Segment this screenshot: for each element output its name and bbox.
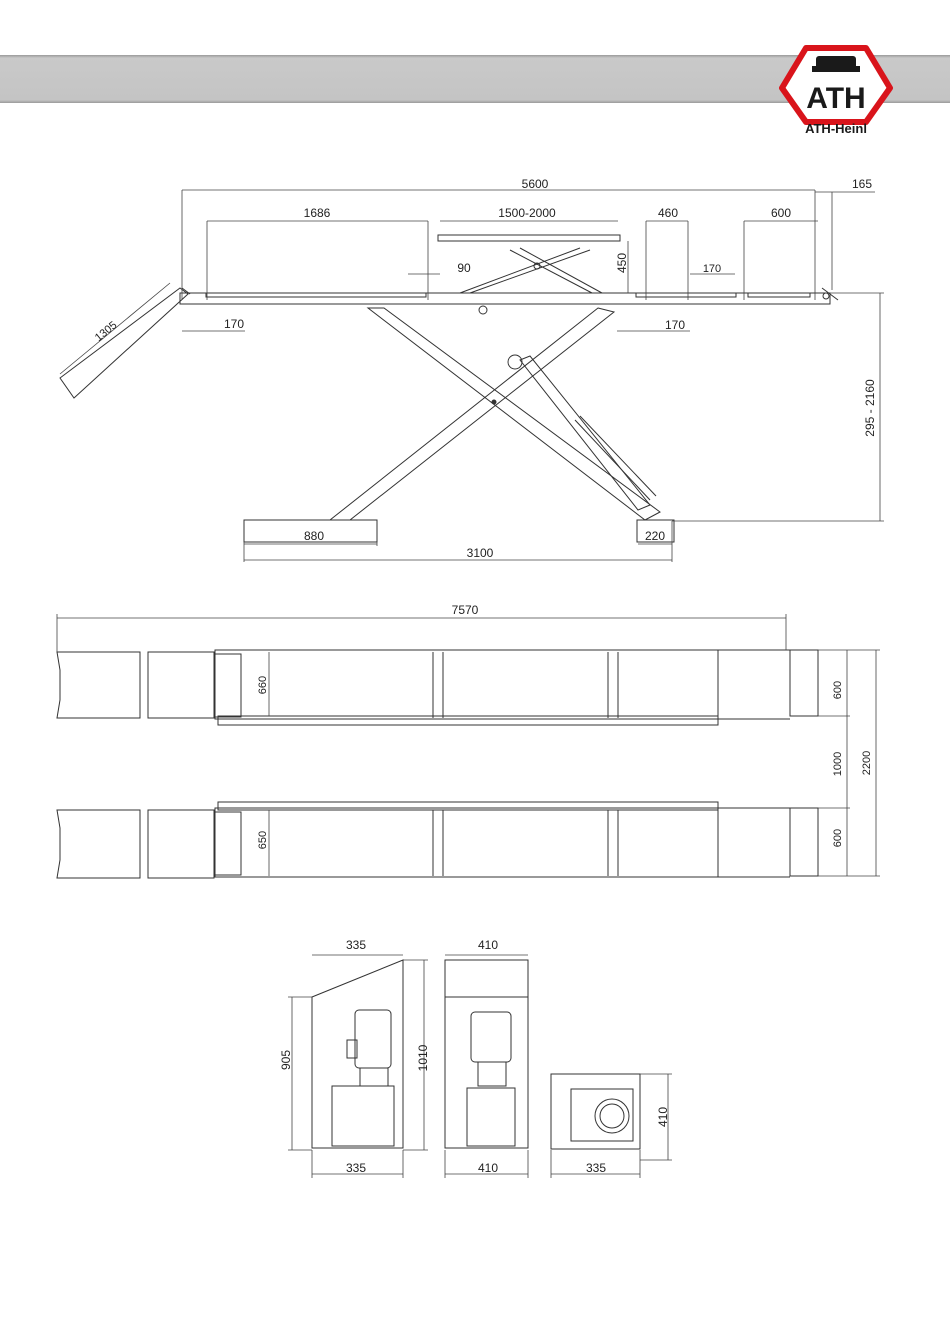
power-unit-plan <box>551 1074 640 1149</box>
dim-pu-plan-width: 335 <box>586 1161 606 1175</box>
center-table <box>438 235 620 241</box>
dim-base-front: 880 <box>304 529 324 543</box>
dim-rear-section-b: 600 <box>771 206 791 220</box>
dim-left-offset: 170 <box>224 317 244 331</box>
top-view-dimensions <box>57 614 880 876</box>
side-view <box>60 235 838 542</box>
runway-2 <box>215 808 718 877</box>
scissor-arm-b <box>330 308 614 520</box>
dim-gap: 90 <box>457 261 471 275</box>
dim-pad1-width: 600 <box>832 681 844 699</box>
dim-gap-between: 1000 <box>832 752 844 776</box>
dim-center-table: 1500-2000 <box>498 206 556 220</box>
ramp-mid-1 <box>148 652 214 718</box>
power-unit-front <box>445 960 528 1148</box>
dim-pu-side-bottom: 335 <box>346 1161 366 1175</box>
dim-runway1-width: 660 <box>257 676 269 694</box>
ramp-mid-2 <box>148 810 214 878</box>
dim-end-offset: 165 <box>852 177 872 191</box>
dim-pu-total-height: 1010 <box>416 1044 430 1071</box>
dim-overall-length: 5600 <box>522 177 549 191</box>
power-unit-dimensions <box>288 955 672 1178</box>
dim-pu-side-height: 905 <box>279 1050 293 1070</box>
ramp-top-2 <box>57 810 140 878</box>
dim-pu-front-top: 410 <box>478 938 498 952</box>
dim-right-offset: 170 <box>665 318 685 332</box>
dim-pu-side-top: 335 <box>346 938 366 952</box>
runway-1 <box>215 650 718 719</box>
dim-top-overall: 7570 <box>452 603 479 617</box>
dim-ramp-length: 1305 <box>93 319 120 344</box>
dim-base-rear: 220 <box>645 529 665 543</box>
dim-base-length: 3100 <box>467 546 494 560</box>
dim-pu-plan-depth: 410 <box>656 1107 670 1127</box>
pad-2 <box>790 808 818 876</box>
dim-pad-width: 170 <box>703 263 721 275</box>
motor-front <box>471 1012 511 1062</box>
scissor-arm-a <box>368 308 660 520</box>
dim-table-height: 450 <box>615 253 629 273</box>
dim-runway2-width: 650 <box>257 831 269 849</box>
side-view-dimensions <box>60 190 884 562</box>
dim-rear-section-a: 460 <box>658 206 678 220</box>
motor-side <box>355 1010 391 1068</box>
dim-pad2-width: 600 <box>832 829 844 847</box>
top-view <box>57 650 818 878</box>
dim-total-width: 2200 <box>861 751 873 775</box>
power-unit-side <box>312 960 403 1148</box>
ramp-top-1 <box>57 652 140 718</box>
pad-1 <box>790 650 818 716</box>
ramp <box>60 288 188 398</box>
dim-pu-front-bottom: 410 <box>478 1161 498 1175</box>
platform <box>180 293 830 304</box>
dim-height-range: 295 - 2160 <box>863 379 877 437</box>
dim-front-section: 1686 <box>304 206 331 220</box>
